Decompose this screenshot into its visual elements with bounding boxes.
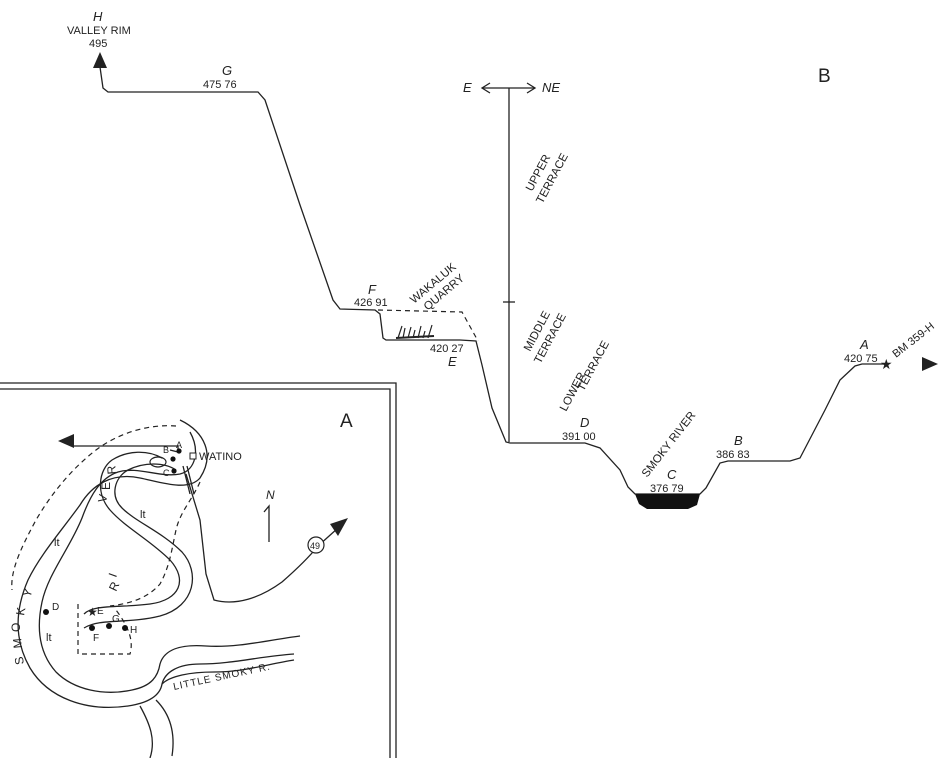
quarry-label: WAKALUK QUARRY [408,261,467,313]
lt-label-2: lt [140,509,146,521]
site-f-label: F [93,633,99,644]
svg-text:I: I [106,571,120,579]
little-smoky-label: LITTLE SMOKY R. [172,662,271,693]
site-a-label: A [176,440,182,450]
point-f-elev: 426 91 [354,297,388,309]
lt-label-1: lt [54,537,60,549]
orientation-left: E [463,80,472,95]
orientation-right: NE [542,80,560,95]
site-d-label: D [52,602,59,613]
highway-arrow [330,518,348,536]
point-h-elev: 495 [89,38,107,50]
river-bank-inner [38,431,301,693]
site-g-dot [106,623,112,629]
point-f-letter: F [368,282,377,297]
little-smoky-river-north [161,659,295,685]
svg-text:M: M [10,638,25,649]
point-e-elev: 420 27 [430,343,464,355]
highway-shield [307,536,325,554]
point-e-letter: E [448,354,457,369]
map-frame-outer [0,382,397,758]
site-e-star-icon: ★ [87,605,98,619]
benchmark-label: BM 359-H [890,320,936,360]
svg-text:TERRACE: TERRACE [576,339,613,393]
highway-road [185,473,319,603]
little-smoky-river-south [155,699,174,757]
orientation-flag [480,82,537,94]
site-h-label: H [130,625,137,636]
site-b-label: B [163,445,169,455]
svg-text:R: R [104,465,119,475]
site-d-dot [43,609,49,615]
terrace-boundary-right [109,481,201,607]
little-smoky-river-south-b [139,705,154,758]
smoky-letters: S M O K Y [9,587,36,666]
point-a-letter: A [859,337,869,352]
north-arrow-icon [263,504,270,542]
river-inner-meander-a [83,451,181,615]
point-d-letter: D [580,415,589,430]
benchmark-star-icon: ★ [880,357,893,373]
river-inner-meander-b [83,463,194,629]
grass-symbol [395,324,435,339]
site-e-label: E [97,606,104,617]
map-frame-inner [0,388,391,758]
panel-label-a: A [340,411,353,432]
river-bank-outer [17,419,295,708]
site-a-dot [176,448,182,454]
site-b-dot [170,456,176,462]
site-h-dot [122,625,128,631]
point-h-letter: H [93,9,103,24]
point-a-elev: 420 75 [844,353,878,365]
point-g-letter: G [222,63,232,78]
arrow-to-benchmark [922,357,938,371]
site-c-label: C [163,468,170,478]
oxbow [149,456,167,468]
svg-text:R: R [106,579,122,593]
town-marker-icon [189,452,197,460]
svg-text:S: S [12,656,27,666]
map-panel: A 49 N ★ A B C [0,382,397,758]
panel-label-b: B [818,66,831,87]
svg-text:E: E [99,482,113,490]
profile-line [99,66,885,495]
point-b-elev: 386 83 [716,449,750,461]
arrow-to-valley-rim [93,52,107,68]
site-f-dot [89,625,95,631]
svg-text:V: V [95,493,110,503]
middle-terrace-label: MIDDLE TERRACE [522,309,569,366]
quarry-outline [377,309,479,342]
site-c-dot [171,468,177,474]
svg-text:K: K [13,606,28,616]
point-d-elev: 391 00 [562,431,596,443]
terrace-boundary-terrace [77,604,132,655]
bridge [182,465,195,495]
upper-terrace-label: UPPER TERRACE [524,151,571,205]
highway-number: 49 [310,541,320,551]
point-c-elev: 376 79 [650,483,684,495]
terrace-boundary-outer [11,425,177,591]
site-g-label: G [112,614,120,625]
lt-label-3: lt [46,632,52,644]
point-h-name: VALLEY RIM [67,25,131,37]
river-letters: R I V E R [95,465,122,593]
river-water [635,494,700,509]
north-label: N [266,488,275,502]
point-g-elev: 475 76 [203,79,237,91]
point-b-letter: B [734,433,743,448]
point-c-letter: C [667,467,677,482]
svg-text:O: O [9,623,23,632]
lower-terrace-label: LOWER TERRACE [558,339,613,414]
profile-panel: B E NE UPPER TERRACE MIDDLE [67,9,938,509]
town-label: WATINO [199,451,242,463]
road-west-arrow [58,434,74,448]
